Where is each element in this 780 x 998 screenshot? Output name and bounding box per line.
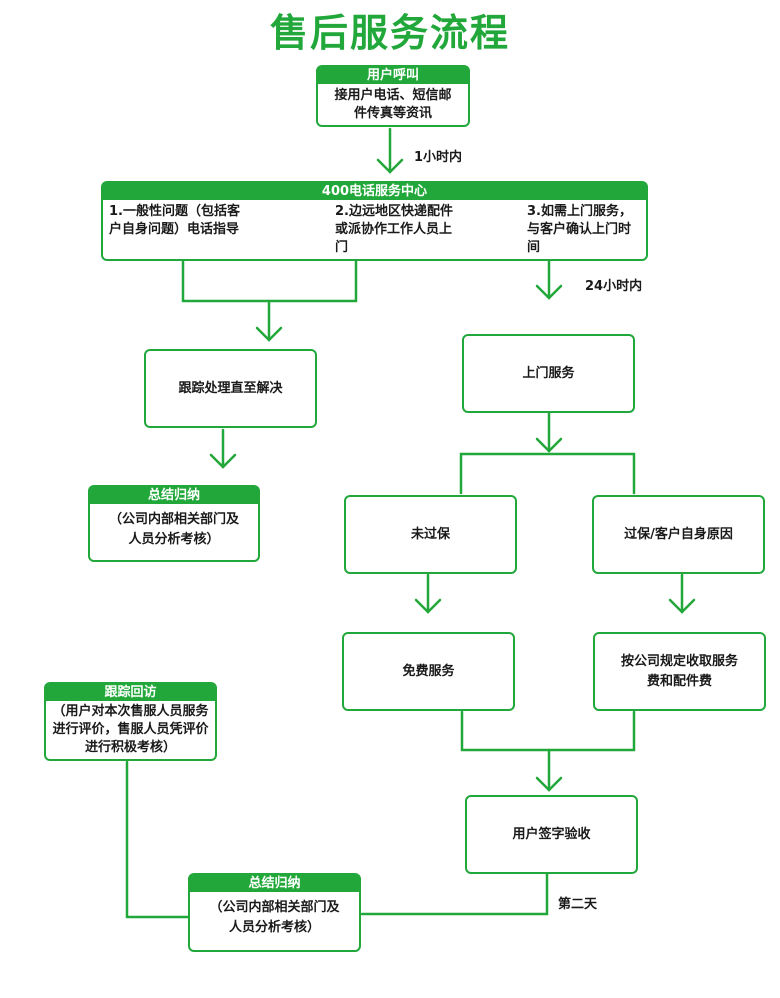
- label-one-hour: 1小时内: [414, 150, 463, 165]
- node-onsite-service: 上门服务: [462, 334, 635, 413]
- node-header: 用户呼叫: [318, 67, 468, 84]
- label-next-day: 第二天: [558, 897, 598, 912]
- call-center-item-3: 3.如需上门服务，与客户确认上门时间: [527, 204, 632, 255]
- node-revisit: 跟踪回访 （用户对本次售服人员服务进行评价，售服人员凭评价进行积极考核）: [44, 682, 217, 761]
- bracket-items-1-2: [181, 259, 358, 303]
- node-in-warranty: 未过保: [344, 495, 517, 574]
- line-revisit: [125, 760, 191, 919]
- call-center-item-1: 1.一般性问题（包括客户自身问题）电话指导: [109, 204, 240, 237]
- node-body: 接用户电话、短信邮件传真等资讯: [334, 88, 452, 121]
- node-summary-left: 总结归纳 （公司内部相关部门及人员分析考核）: [88, 485, 260, 562]
- merge-branch: [460, 710, 636, 752]
- page-title: 售后服务流程: [269, 11, 510, 55]
- label-24-hours: 24小时内: [585, 279, 643, 294]
- node-header: 总结归纳: [190, 875, 359, 892]
- node-header: 跟踪回访: [46, 684, 215, 701]
- node-free-service: 免费服务: [342, 632, 515, 711]
- node-body: （公司内部相关部门及人员分析考核）: [108, 512, 239, 547]
- node-header: 400电话服务中心: [103, 183, 646, 200]
- node-call-center: 400电话服务中心 1.一般性问题（包括客户自身问题）电话指导 2.边远地区快递…: [101, 181, 648, 261]
- node-header: 总结归纳: [90, 487, 258, 504]
- node-body: （公司内部相关部门及人员分析考核）: [209, 900, 340, 935]
- node-body: （用户对本次售服人员服务进行评价，售服人员凭评价进行积极考核）: [52, 704, 209, 755]
- node-user-sign-off: 用户签字验收: [465, 795, 638, 874]
- line-next-day: [360, 872, 549, 916]
- call-center-item-2: 2.边远地区快递配件或派协作工作人员上门: [335, 204, 453, 255]
- node-follow-up: 跟踪处理直至解决: [144, 349, 317, 428]
- node-summary-bottom: 总结归纳 （公司内部相关部门及人员分析考核）: [188, 873, 361, 952]
- node-user-call: 用户呼叫 接用户电话、短信邮件传真等资讯: [316, 65, 470, 127]
- node-out-of-warranty: 过保/客户自身原因: [592, 495, 765, 574]
- split-branch: [459, 452, 636, 495]
- node-charge-fees: 按公司规定收取服务费和配件费: [593, 632, 766, 711]
